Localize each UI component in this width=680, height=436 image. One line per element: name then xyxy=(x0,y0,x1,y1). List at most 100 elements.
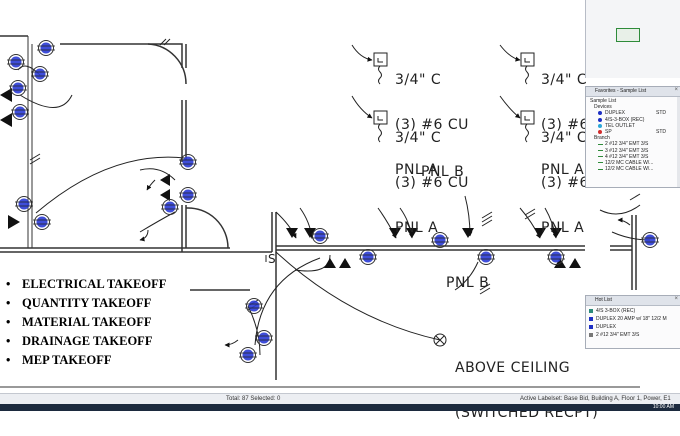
favorites-panel[interactable]: Favorites - Sample List × Sample List De… xyxy=(585,86,680,188)
duplex-receptacle-icon[interactable] xyxy=(547,249,565,265)
duplex-receptacle-icon[interactable] xyxy=(161,199,179,215)
hot-list-row[interactable]: DUPLEX 20 AMP w/ 18" 12/2 M xyxy=(588,316,679,324)
branch-label: 4 #12 3/4" EMT 3/S xyxy=(605,153,649,160)
duplex-receptacle-icon[interactable] xyxy=(245,298,263,314)
hot-list-row[interactable]: 2 #12 3/4" EMT 3/S xyxy=(588,332,679,340)
callout-panel: PNL A xyxy=(395,162,439,178)
device-label: 4/S-3-BOX (REC) xyxy=(605,116,645,123)
branch-row[interactable]: 12/2 MC CABLE W/... xyxy=(588,160,679,166)
callout-size: 3/4" C xyxy=(395,130,442,146)
tree-group-devices[interactable]: Devices xyxy=(588,104,679,110)
device-color-icon xyxy=(598,129,602,134)
panel-b-label-upper: PNL B xyxy=(421,164,465,180)
tree-root[interactable]: Sample List xyxy=(588,98,679,104)
hot-list-label: 2 #12 3/4" EMT 3/S xyxy=(596,332,640,338)
overview-minimap[interactable] xyxy=(585,0,680,78)
device-color-icon xyxy=(598,117,602,122)
favorites-panel-header[interactable]: Favorites - Sample List × xyxy=(586,87,680,97)
duplex-receptacle-icon[interactable] xyxy=(239,347,257,363)
active-labelset: Active Labelset: Base Bid, Building A, F… xyxy=(520,396,671,402)
duplex-receptacle-icon[interactable] xyxy=(179,187,197,203)
hot-list-label: DUPLEX 20 AMP w/ 18" 12/2 M xyxy=(596,316,667,322)
device-color-icon xyxy=(598,123,602,128)
branch-row[interactable]: 2 #12 3/4" EMT 3/S xyxy=(588,141,679,147)
duplex-receptacle-icon[interactable] xyxy=(641,232,659,248)
conduit-callout-2: 3/4" C (3) #6 CU PNL A xyxy=(395,101,469,251)
j-boxes xyxy=(265,52,535,347)
conduit-callout-3: 3/4" C (3) #6 CU PNL A xyxy=(541,43,615,193)
hot-list-label: DUPLEX xyxy=(596,324,617,330)
duplex-receptacle-icon[interactable] xyxy=(311,228,329,244)
wire-line-icon xyxy=(598,162,603,164)
group-label: Devices xyxy=(594,104,612,111)
callout-wires: (3) #6 CU xyxy=(395,175,469,191)
tree-root-label: Sample List xyxy=(590,98,617,104)
hot-list-row[interactable]: DUPLEX xyxy=(588,324,679,332)
above-ceiling-note: ABOVE CEILING (SWITCHED RECPT) xyxy=(455,331,598,436)
close-icon[interactable]: × xyxy=(674,296,678,302)
duplex-receptacle-icon[interactable] xyxy=(11,104,29,120)
group-label: Branch xyxy=(594,135,610,142)
tree-group-branch[interactable]: Branch xyxy=(588,135,679,141)
device-label: DUPLEX xyxy=(605,110,626,117)
callout-size: 3/4" C xyxy=(541,72,588,88)
duplex-receptacle-icon[interactable] xyxy=(179,154,197,170)
takeoff-item: MEP TAKEOFF xyxy=(6,351,166,370)
minimap-viewport[interactable] xyxy=(616,28,640,42)
branch-label: 12/2 MC CABLE W/... xyxy=(605,159,654,166)
duplex-receptacle-icon[interactable] xyxy=(15,196,33,212)
favorites-panel-title: Favorites - Sample List xyxy=(595,88,647,94)
callout-panel: PNL A xyxy=(395,220,439,236)
takeoff-list: ELECTRICAL TAKEOFF QUANTITY TAKEOFF MATE… xyxy=(6,275,166,370)
takeoff-item: DRAINAGE TAKEOFF xyxy=(6,332,166,351)
branch-row[interactable]: 4 #12 3/4" EMT 3/S xyxy=(588,154,679,160)
device-value: STD xyxy=(656,110,666,117)
duplex-receptacle-icon[interactable] xyxy=(477,249,495,265)
callout-size: 3/4" C xyxy=(395,72,442,88)
callout-panel: PNL A xyxy=(541,162,585,178)
receptacle-symbols xyxy=(7,40,659,363)
item-color-icon xyxy=(589,325,593,329)
duplex-receptacle-icon[interactable] xyxy=(255,330,273,346)
item-color-icon xyxy=(589,333,593,337)
duplex-receptacle-icon[interactable] xyxy=(7,54,25,70)
branch-row[interactable]: 3 #12 3/4" EMT 3/S xyxy=(588,148,679,154)
device-label: TEL OUTLET xyxy=(605,122,636,129)
hot-list-row[interactable]: 4/S 3-BOX (REC) xyxy=(588,308,679,316)
duplex-receptacle-icon[interactable] xyxy=(31,66,49,82)
takeoff-item: QUANTITY TAKEOFF xyxy=(6,294,166,313)
taskbar: 10:00 AM xyxy=(0,404,680,411)
duplex-receptacle-icon[interactable] xyxy=(431,232,449,248)
item-color-icon xyxy=(589,309,593,313)
device-row[interactable]: 4/S-3-BOX (REC) xyxy=(588,117,679,123)
branch-label: 12/2 MC CABLE W/... xyxy=(605,166,654,173)
hot-list-header[interactable]: Hot List × xyxy=(586,296,680,306)
branch-label: 2 #12 3/4" EMT 3/S xyxy=(605,141,649,148)
duplex-receptacle-icon[interactable] xyxy=(359,249,377,265)
wire-line-icon xyxy=(598,143,603,145)
vertical-scrollbar[interactable] xyxy=(677,97,680,187)
wire-line-icon xyxy=(598,168,603,170)
duplex-receptacle-icon[interactable] xyxy=(9,80,27,96)
clock: 10:00 AM xyxy=(652,404,674,410)
wire-line-icon xyxy=(598,150,603,151)
circuit-arcs xyxy=(17,65,651,356)
device-row[interactable]: DUPLEX STD xyxy=(588,110,679,116)
device-row[interactable]: TEL OUTLET xyxy=(588,123,679,129)
note-line: ABOVE CEILING xyxy=(455,360,571,376)
floor-plan-canvas[interactable] xyxy=(0,0,680,411)
callout-panel: PNL A xyxy=(541,220,585,236)
device-color-icon xyxy=(598,111,602,116)
device-label: SP xyxy=(605,128,612,135)
duplex-receptacle-icon[interactable] xyxy=(33,214,51,230)
duplex-receptacle-icon[interactable] xyxy=(37,40,55,56)
branch-label: 3 #12 3/4" EMT 3/S xyxy=(605,147,649,154)
walls xyxy=(0,35,640,388)
arrow-heads xyxy=(0,88,581,268)
callout-wires: (3) #6 CU xyxy=(395,117,469,133)
hot-list-panel[interactable]: Hot List × 4/S 3-BOX (REC)DUPLEX 20 AMP … xyxy=(585,295,680,349)
item-color-icon xyxy=(589,317,593,321)
branch-row[interactable]: 12/2 MC CABLE W/... xyxy=(588,166,679,172)
close-icon[interactable]: × xyxy=(674,87,678,93)
